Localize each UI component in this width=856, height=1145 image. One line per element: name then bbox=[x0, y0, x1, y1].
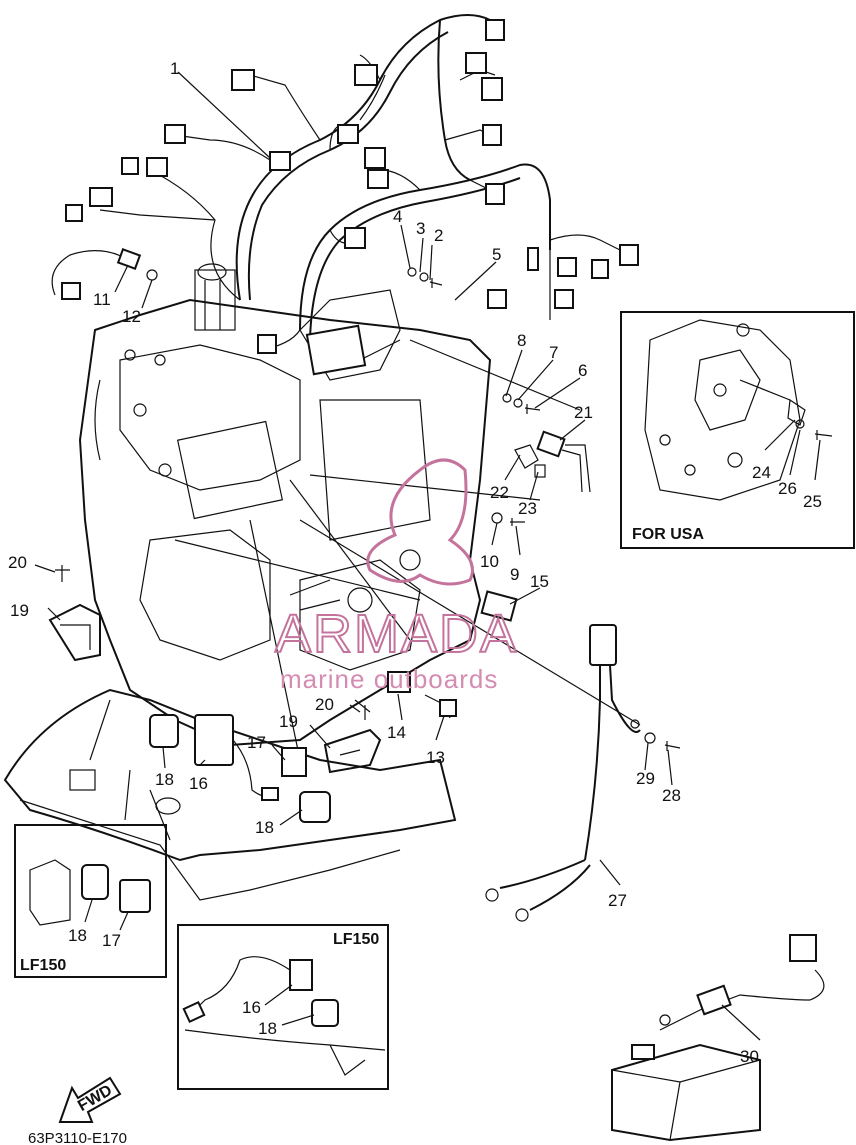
watermark-tagline: marine outboards bbox=[280, 664, 498, 694]
callout-16-lf150-bottom: 16 bbox=[242, 998, 261, 1017]
callout-15: 15 bbox=[530, 572, 549, 591]
callout-30: 30 bbox=[740, 1047, 759, 1066]
callout-20-b: 20 bbox=[8, 553, 27, 572]
watermark-brand: ARMADA bbox=[275, 604, 518, 664]
inset-for-usa: FOR USA 24 26 25 bbox=[620, 311, 855, 549]
callout-28: 28 bbox=[662, 786, 681, 805]
callout-22: 22 bbox=[490, 483, 509, 502]
right-hardware bbox=[55, 267, 681, 751]
callout-6: 6 bbox=[578, 361, 587, 380]
inset-lf150-bottom: LF150 16 18 bbox=[177, 924, 389, 1090]
callout-27: 27 bbox=[608, 891, 627, 910]
callout-17: 17 bbox=[247, 733, 266, 752]
drawing-code: 63P3110-E170 bbox=[28, 1130, 127, 1145]
callout-25: 25 bbox=[803, 492, 822, 511]
callout-23: 23 bbox=[518, 499, 537, 518]
leader-lines bbox=[34, 71, 761, 1041]
inset-lf150-bottom-label: LF150 bbox=[333, 931, 379, 948]
battery-cable-27 bbox=[485, 624, 641, 922]
callout-19: 19 bbox=[279, 712, 298, 731]
battery-30 bbox=[611, 934, 825, 1142]
callout-18: 18 bbox=[155, 770, 174, 789]
fwd-arrow: FWD bbox=[58, 1076, 122, 1123]
watermark: ARMADA marine outboards bbox=[274, 458, 518, 694]
callout-7: 7 bbox=[549, 343, 558, 362]
callout-1: 1 bbox=[170, 59, 179, 78]
callout-16: 16 bbox=[189, 774, 208, 793]
wiring-harness bbox=[65, 14, 639, 376]
callout-9: 9 bbox=[510, 565, 519, 584]
inset-lf150-left-label: LF150 bbox=[20, 957, 66, 974]
callout-3: 3 bbox=[416, 219, 425, 238]
callouts: 1 2 3 4 5 6 7 8 9 10 11 12 13 14 15 16 1… bbox=[8, 59, 759, 1066]
callout-19-b: 19 bbox=[10, 601, 29, 620]
callout-29: 29 bbox=[636, 769, 655, 788]
callout-21: 21 bbox=[574, 403, 593, 422]
callout-14: 14 bbox=[387, 723, 406, 742]
callout-10: 10 bbox=[480, 552, 499, 571]
callout-18-lf150-left: 18 bbox=[68, 926, 87, 945]
callout-18-b: 18 bbox=[255, 818, 274, 837]
callout-5: 5 bbox=[492, 245, 501, 264]
inset-usa-label: FOR USA bbox=[632, 526, 704, 543]
callout-12: 12 bbox=[122, 307, 141, 326]
callout-2: 2 bbox=[434, 226, 443, 245]
callout-26: 26 bbox=[778, 479, 797, 498]
callout-20: 20 bbox=[315, 695, 334, 714]
callout-24: 24 bbox=[752, 463, 771, 482]
callout-18-lf150-bottom: 18 bbox=[258, 1019, 277, 1038]
inset-lf150-left: 18 17 LF150 bbox=[14, 824, 167, 978]
callout-17-lf150-left: 17 bbox=[102, 931, 121, 950]
switches bbox=[149, 714, 331, 823]
bracket-19 bbox=[48, 603, 382, 774]
callout-13: 13 bbox=[426, 748, 445, 767]
lower-cowling bbox=[3, 688, 457, 901]
callout-11: 11 bbox=[93, 290, 111, 309]
callout-8: 8 bbox=[517, 331, 526, 350]
callout-4: 4 bbox=[393, 207, 402, 226]
